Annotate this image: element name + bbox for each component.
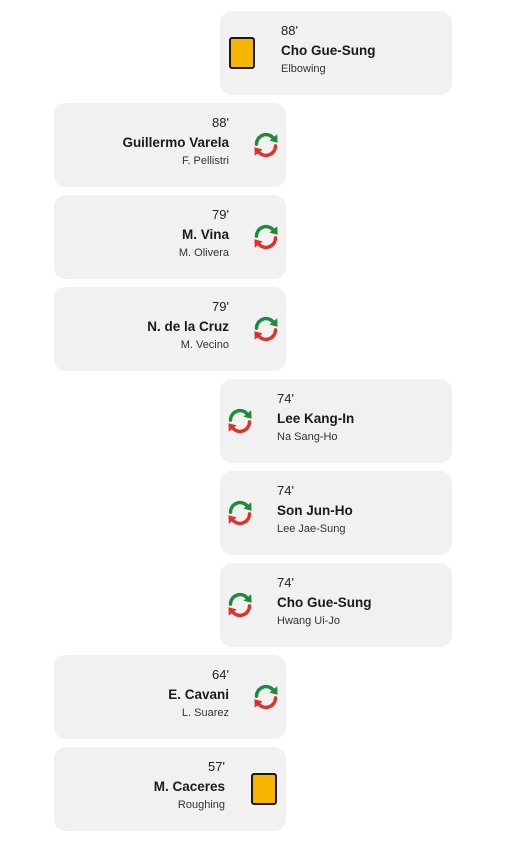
substitution-icon: [226, 499, 254, 527]
event-player: Lee Kang-In: [277, 411, 355, 426]
event-minute: 74': [277, 483, 294, 498]
event-card-6[interactable]: 74' Cho Gue-Sung Hwang Ui-Jo: [220, 563, 452, 647]
event-player: E. Cavani: [168, 687, 229, 702]
substitution-icon: [252, 223, 280, 251]
event-card-2[interactable]: 79' M. Vina M. Olivera: [54, 195, 286, 279]
yellow-card-icon: [229, 37, 255, 69]
event-card-5[interactable]: 74' Son Jun-Ho Lee Jae-Sung: [220, 471, 452, 555]
event-player: M. Caceres: [153, 779, 225, 794]
substitution-icon: [252, 683, 280, 711]
event-minute: 64': [212, 667, 229, 682]
event-detail: M. Olivera: [178, 247, 229, 259]
event-card-0[interactable]: 88' Cho Gue-Sung Elbowing: [220, 11, 452, 95]
event-minute: 57': [208, 759, 225, 774]
event-card-4[interactable]: 74' Lee Kang-In Na Sang-Ho: [220, 379, 452, 463]
event-minute: 88': [281, 23, 298, 38]
substitution-icon: [252, 315, 280, 343]
event-minute: 74': [277, 391, 294, 406]
event-detail: M. Vecino: [180, 339, 229, 351]
event-player: Cho Gue-Sung: [277, 595, 372, 610]
event-minute: 79': [212, 207, 229, 222]
event-detail: Na Sang-Ho: [277, 431, 338, 443]
substitution-icon: [252, 131, 280, 159]
event-detail: F. Pellistri: [181, 155, 229, 167]
event-card-7[interactable]: 64' E. Cavani L. Suarez: [54, 655, 286, 739]
event-player: Guillermo Varela: [122, 135, 229, 150]
yellow-card-icon: [251, 773, 277, 805]
event-card-3[interactable]: 79' N. de la Cruz M. Vecino: [54, 287, 286, 371]
event-detail: Roughing: [177, 799, 225, 811]
event-player: M. Vina: [181, 227, 229, 242]
event-detail: Elbowing: [281, 63, 326, 75]
event-card-8[interactable]: 57' M. Caceres Roughing: [54, 747, 286, 831]
event-player: Son Jun-Ho: [277, 503, 353, 518]
event-minute: 88': [212, 115, 229, 130]
event-player: N. de la Cruz: [147, 319, 229, 334]
event-card-1[interactable]: 88' Guillermo Varela F. Pellistri: [54, 103, 286, 187]
event-player: Cho Gue-Sung: [281, 43, 376, 58]
event-minute: 79': [212, 299, 229, 314]
substitution-icon: [226, 407, 254, 435]
event-detail: Hwang Ui-Jo: [277, 615, 340, 627]
event-detail: Lee Jae-Sung: [277, 523, 346, 535]
substitution-icon: [226, 591, 254, 619]
event-minute: 74': [277, 575, 294, 590]
event-detail: L. Suarez: [181, 707, 229, 719]
